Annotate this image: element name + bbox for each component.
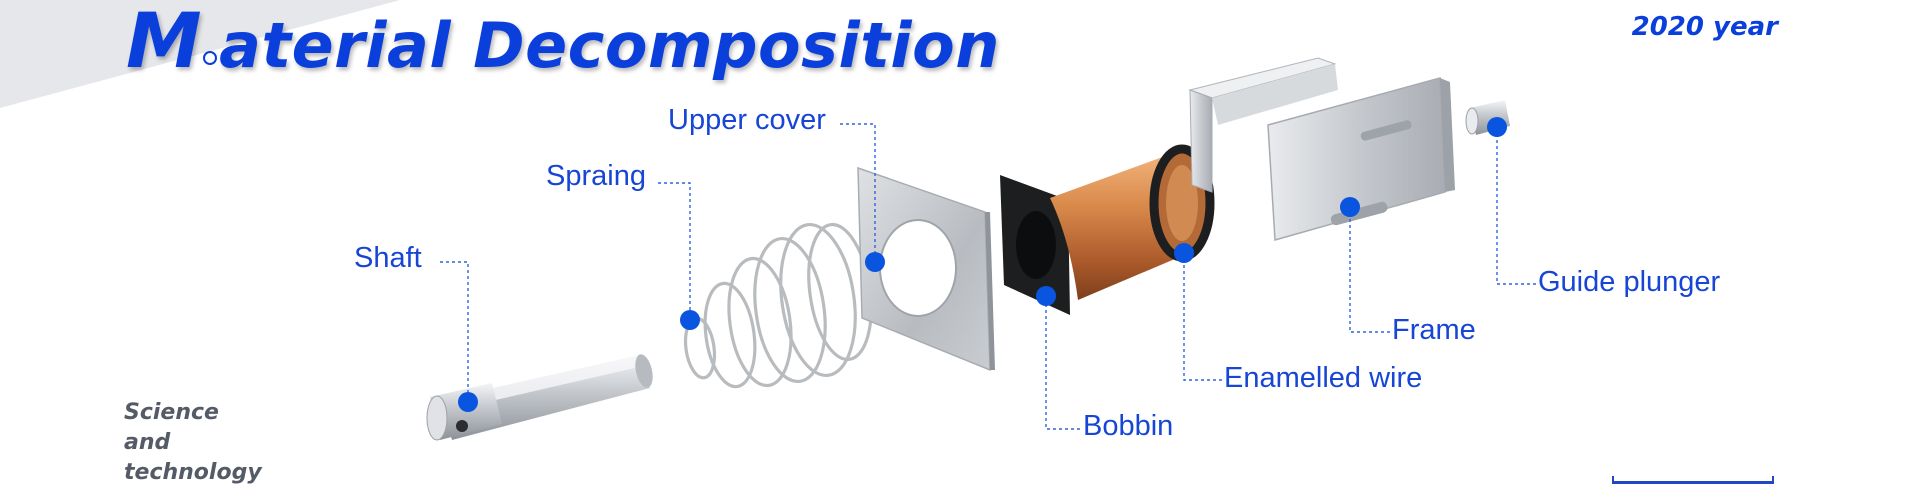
label-enamelled-wire: Enamelled wire [1224,364,1422,393]
label-upper-cover: Upper cover [668,106,826,135]
frame-part [1190,58,1455,240]
leader-spraing [658,183,690,320]
dot-shaft [458,392,478,412]
leader-guide-plunger [1497,127,1536,284]
leader-frame [1350,207,1390,332]
spring-part [682,220,879,390]
label-bobbin: Bobbin [1083,412,1173,441]
bobbin-part [1000,149,1210,315]
dot-bobbin [1036,286,1056,306]
label-shaft: Shaft [354,244,422,273]
label-guide-plunger: Guide plunger [1538,268,1720,297]
label-frame: Frame [1392,316,1476,345]
side-caption-line: Science [124,398,324,428]
leader-enamelled-wire [1184,253,1222,380]
side-caption-line: and [124,428,324,458]
bottom-bracket [1612,476,1774,484]
label-spraing: Spraing [546,162,646,191]
dot-guide-plunger [1487,117,1507,137]
leader-shaft [440,262,468,402]
side-caption-line: technology [124,458,324,488]
dot-enamelled-wire [1174,243,1194,263]
dot-frame [1340,197,1360,217]
dot-spraing [680,310,700,330]
dot-upper-cover [865,252,885,272]
leader-bobbin [1046,296,1080,429]
side-caption: Science and technology [124,398,324,488]
